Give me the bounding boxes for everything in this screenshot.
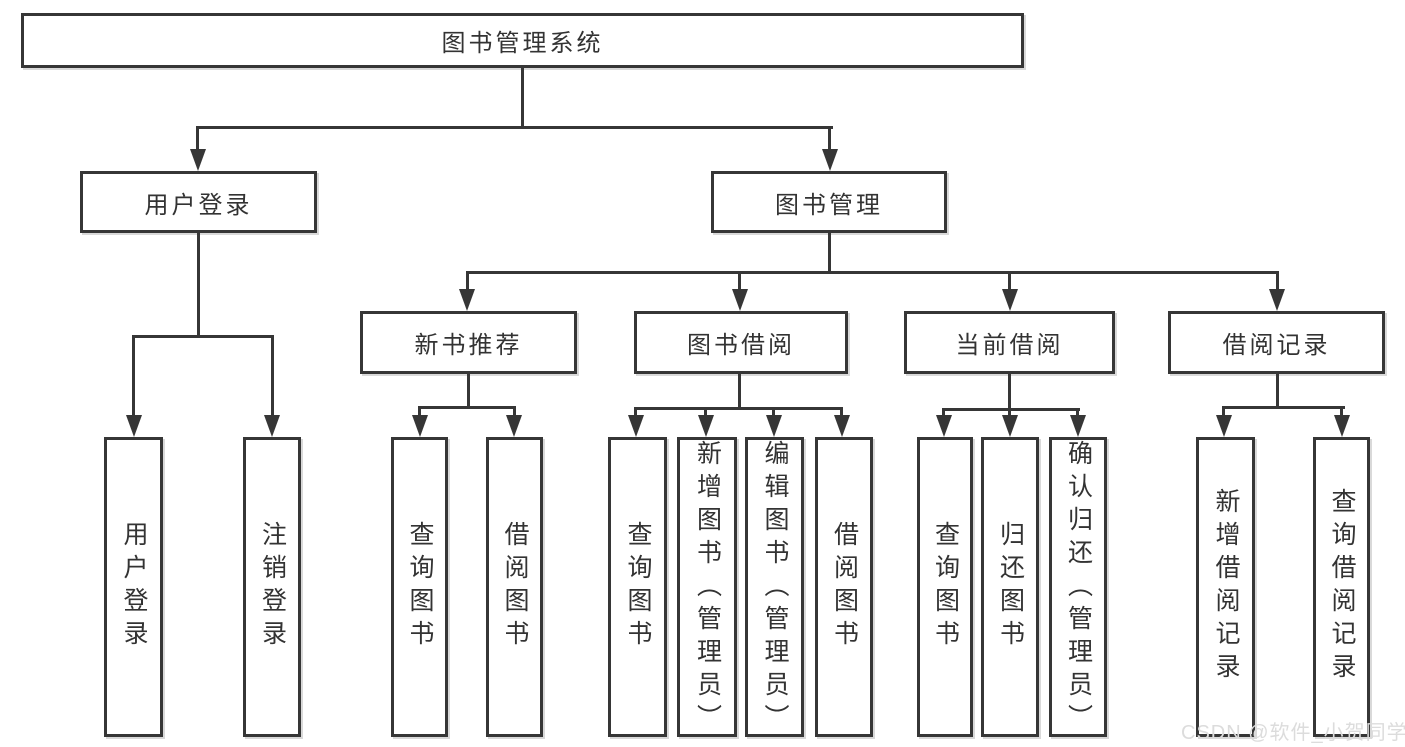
connector-line [1008,374,1011,408]
leaf-borrow-book: 借阅图书 [815,437,873,737]
node-user-login: 用户登录 [80,171,317,233]
connector-line [197,126,833,129]
arrow-down-icon [1269,289,1285,311]
leaf-logout: 注销登录 [243,437,301,737]
connector-line [772,407,775,417]
leaf-add-book-admin: 新增图书（管理员） [677,437,737,737]
connector-line [1008,408,1011,417]
connector-line [828,233,831,271]
arrow-down-icon [1002,289,1018,311]
connector-line [271,335,274,417]
node-new-book-recommend: 新书推荐 [360,311,577,374]
leaf-query-borrow-record: 查询借阅记录 [1313,437,1370,737]
node-root: 图书管理系统 [21,13,1024,68]
arrow-down-icon [822,149,838,171]
arrow-down-icon [264,415,280,437]
connector-line [738,271,741,291]
leaf-label: 用户登录 [120,521,148,653]
leaf-label: 借阅图书 [830,521,859,653]
leaf-query-book-current: 查询图书 [917,437,973,737]
connector-line [1223,406,1345,409]
connector-line [1222,406,1225,417]
leaf-label: 查询图书 [624,521,652,653]
connector-line [196,126,199,152]
leaf-label: 借阅图书 [501,521,529,653]
leaf-label: 归还图书 [996,521,1025,653]
arrow-down-icon [506,415,522,437]
node-current-borrow: 当前借阅 [904,311,1115,374]
leaf-user-login: 用户登录 [104,437,163,737]
connector-line [467,374,470,406]
leaf-add-borrow-record: 新增借阅记录 [1196,437,1255,737]
connector-line [1076,408,1079,417]
connector-line [738,374,741,407]
connector-line [840,407,843,417]
leaf-label: 新增借阅记录 [1212,488,1240,686]
leaf-query-book-borrow: 查询图书 [608,437,667,737]
arrow-down-icon [628,415,644,437]
leaf-label: 查询借阅记录 [1328,488,1356,686]
arrow-down-icon [698,415,714,437]
leaf-label: 新增图书（管理员） [693,440,722,737]
arrow-down-icon [190,149,206,171]
arrow-down-icon [412,415,428,437]
leaf-query-book-recommend: 查询图书 [391,437,448,737]
csdn-watermark: CSDN @软件_小贺同学 [1181,722,1405,744]
leaf-label: 确认归还（管理员） [1064,440,1093,737]
arrow-down-icon [1216,415,1232,437]
leaf-label: 查询图书 [931,521,960,653]
node-borrow-record: 借阅记录 [1168,311,1385,374]
connector-line [521,68,524,126]
connector-line [1276,271,1279,291]
leaf-label: 编辑图书（管理员） [761,440,789,737]
arrow-down-icon [936,415,952,437]
connector-line [466,271,469,291]
connector-line [1340,406,1343,417]
leaf-label: 注销登录 [258,521,287,653]
connector-line [418,406,421,417]
leaf-label: 查询图书 [406,521,434,653]
node-book-borrow: 图书借阅 [634,311,848,374]
arrow-down-icon [1070,415,1086,437]
connector-line [1276,374,1279,406]
connector-line [513,406,516,417]
connector-line [942,408,945,417]
leaf-confirm-return-admin: 确认归还（管理员） [1049,437,1107,737]
connector-line [634,407,637,417]
arrow-down-icon [834,415,850,437]
connector-line [132,335,274,338]
connector-line [704,407,707,417]
leaf-edit-book-admin: 编辑图书（管理员） [745,437,804,737]
leaf-return-book: 归还图书 [981,437,1039,737]
connector-line [635,407,843,410]
arrow-down-icon [126,415,142,437]
node-book-management: 图书管理 [711,171,947,233]
connector-line [466,271,1279,274]
arrow-down-icon [1002,415,1018,437]
arrow-down-icon [1334,415,1350,437]
arrow-down-icon [766,415,782,437]
connector-line [943,408,1080,411]
leaf-borrow-book-recommend: 借阅图书 [486,437,543,737]
connector-line [418,406,516,409]
connector-line [828,126,831,152]
connector-line [197,233,200,335]
connector-line [132,335,135,417]
arrow-down-icon [732,289,748,311]
connector-line [1008,271,1011,291]
arrow-down-icon [459,289,475,311]
